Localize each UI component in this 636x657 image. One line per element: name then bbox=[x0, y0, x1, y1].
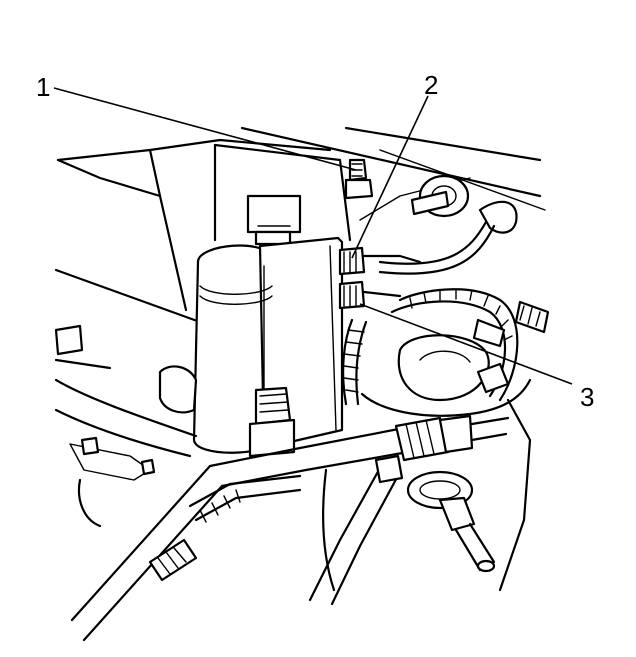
callout-2: 2 bbox=[424, 70, 438, 100]
mounting-bracket bbox=[246, 194, 302, 246]
callout-labels: 1 2 3 bbox=[36, 70, 594, 412]
vent-hose bbox=[378, 200, 518, 275]
leader-2 bbox=[351, 95, 429, 259]
housing-curve bbox=[322, 378, 532, 592]
rigid-line bbox=[70, 414, 510, 642]
grommet bbox=[410, 174, 470, 218]
mounting-bolt bbox=[344, 158, 374, 200]
hose-clamp bbox=[406, 470, 496, 573]
upper-line-fitting bbox=[338, 246, 422, 276]
lower-line-fitting bbox=[338, 280, 402, 310]
callout-3: 3 bbox=[580, 382, 594, 412]
left-bracket bbox=[54, 324, 198, 528]
leader-3 bbox=[359, 303, 573, 385]
harness-left-run bbox=[342, 318, 368, 406]
callout-1: 1 bbox=[36, 72, 50, 102]
leader-1 bbox=[53, 87, 357, 171]
callout-leaders bbox=[53, 87, 573, 385]
canister-fitting bbox=[248, 386, 296, 458]
lower-hoses bbox=[148, 454, 404, 606]
reservoir-cup bbox=[397, 318, 510, 402]
